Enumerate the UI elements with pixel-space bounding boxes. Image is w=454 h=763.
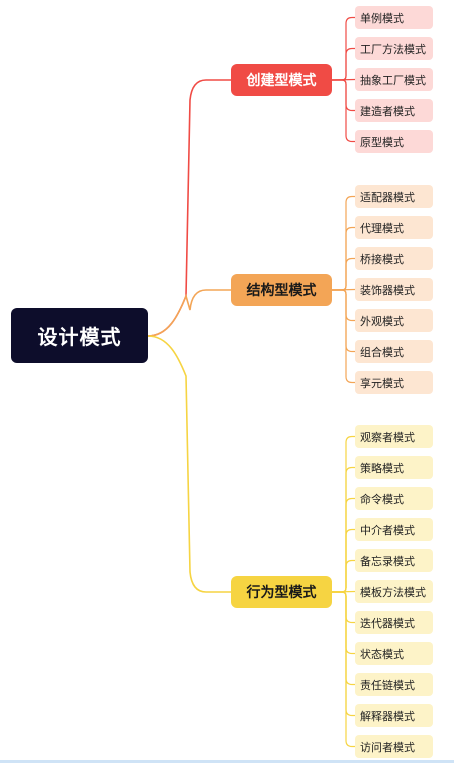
leaf-state[interactable]: 状态模式 [355, 642, 433, 665]
connector-category-2-to-leaf-2 [332, 497, 355, 593]
leaf-abstract-factory[interactable]: 抽象工厂模式 [355, 68, 433, 91]
leaf-decorator[interactable]: 装饰器模式 [355, 278, 433, 301]
leaf-mediator[interactable]: 中介者模式 [355, 518, 433, 541]
leaf-proxy[interactable]: 代理模式 [355, 216, 433, 239]
leaf-memento[interactable]: 备忘录模式 [355, 549, 433, 572]
connector-category-2-to-leaf-0 [332, 435, 355, 593]
leaf-iterator[interactable]: 迭代器模式 [355, 611, 433, 634]
connector-category-0-to-leaf-4 [332, 79, 355, 143]
leaf-visitor[interactable]: 访问者模式 [355, 735, 433, 758]
leaf-adapter[interactable]: 适配器模式 [355, 185, 433, 208]
leaf-singleton[interactable]: 单例模式 [355, 6, 433, 29]
root-node-design-patterns[interactable]: 设计模式 [11, 308, 148, 363]
leaf-facade[interactable]: 外观模式 [355, 309, 433, 332]
connector-category-1-to-leaf-6 [332, 289, 355, 384]
leaf-observer[interactable]: 观察者模式 [355, 425, 433, 448]
bottom-border [0, 760, 454, 763]
category-structural[interactable]: 结构型模式 [231, 274, 332, 306]
connector-root-to-category-2 [147, 335, 231, 593]
leaf-command[interactable]: 命令模式 [355, 487, 433, 510]
leaf-strategy[interactable]: 策略模式 [355, 456, 433, 479]
connector-category-0-to-leaf-3 [332, 79, 355, 112]
connector-category-1-to-leaf-0 [332, 195, 355, 291]
connector-category-0-to-leaf-1 [332, 47, 355, 81]
leaf-template-method[interactable]: 模板方法模式 [355, 580, 433, 603]
leaf-interpreter[interactable]: 解释器模式 [355, 704, 433, 727]
connector-category-2-to-leaf-6 [332, 591, 355, 624]
leaf-builder[interactable]: 建造者模式 [355, 99, 433, 122]
connector-root-to-category-0 [147, 79, 231, 337]
leaf-chain-of-responsibility[interactable]: 责任链模式 [355, 673, 433, 696]
connector-root-to-category-1 [147, 289, 231, 337]
connector-category-1-to-leaf-4 [332, 289, 355, 322]
category-behavioral[interactable]: 行为型模式 [231, 576, 332, 608]
category-creational[interactable]: 创建型模式 [231, 64, 332, 96]
connector-category-2-to-leaf-8 [332, 591, 355, 686]
connector-category-2-to-leaf-10 [332, 591, 355, 748]
leaf-bridge[interactable]: 桥接模式 [355, 247, 433, 270]
leaf-prototype[interactable]: 原型模式 [355, 130, 433, 153]
leaf-flyweight[interactable]: 享元模式 [355, 371, 433, 394]
connector-category-2-to-leaf-4 [332, 559, 355, 593]
leaf-composite[interactable]: 组合模式 [355, 340, 433, 363]
connector-category-1-to-leaf-2 [332, 257, 355, 291]
leaf-factory-method[interactable]: 工厂方法模式 [355, 37, 433, 60]
